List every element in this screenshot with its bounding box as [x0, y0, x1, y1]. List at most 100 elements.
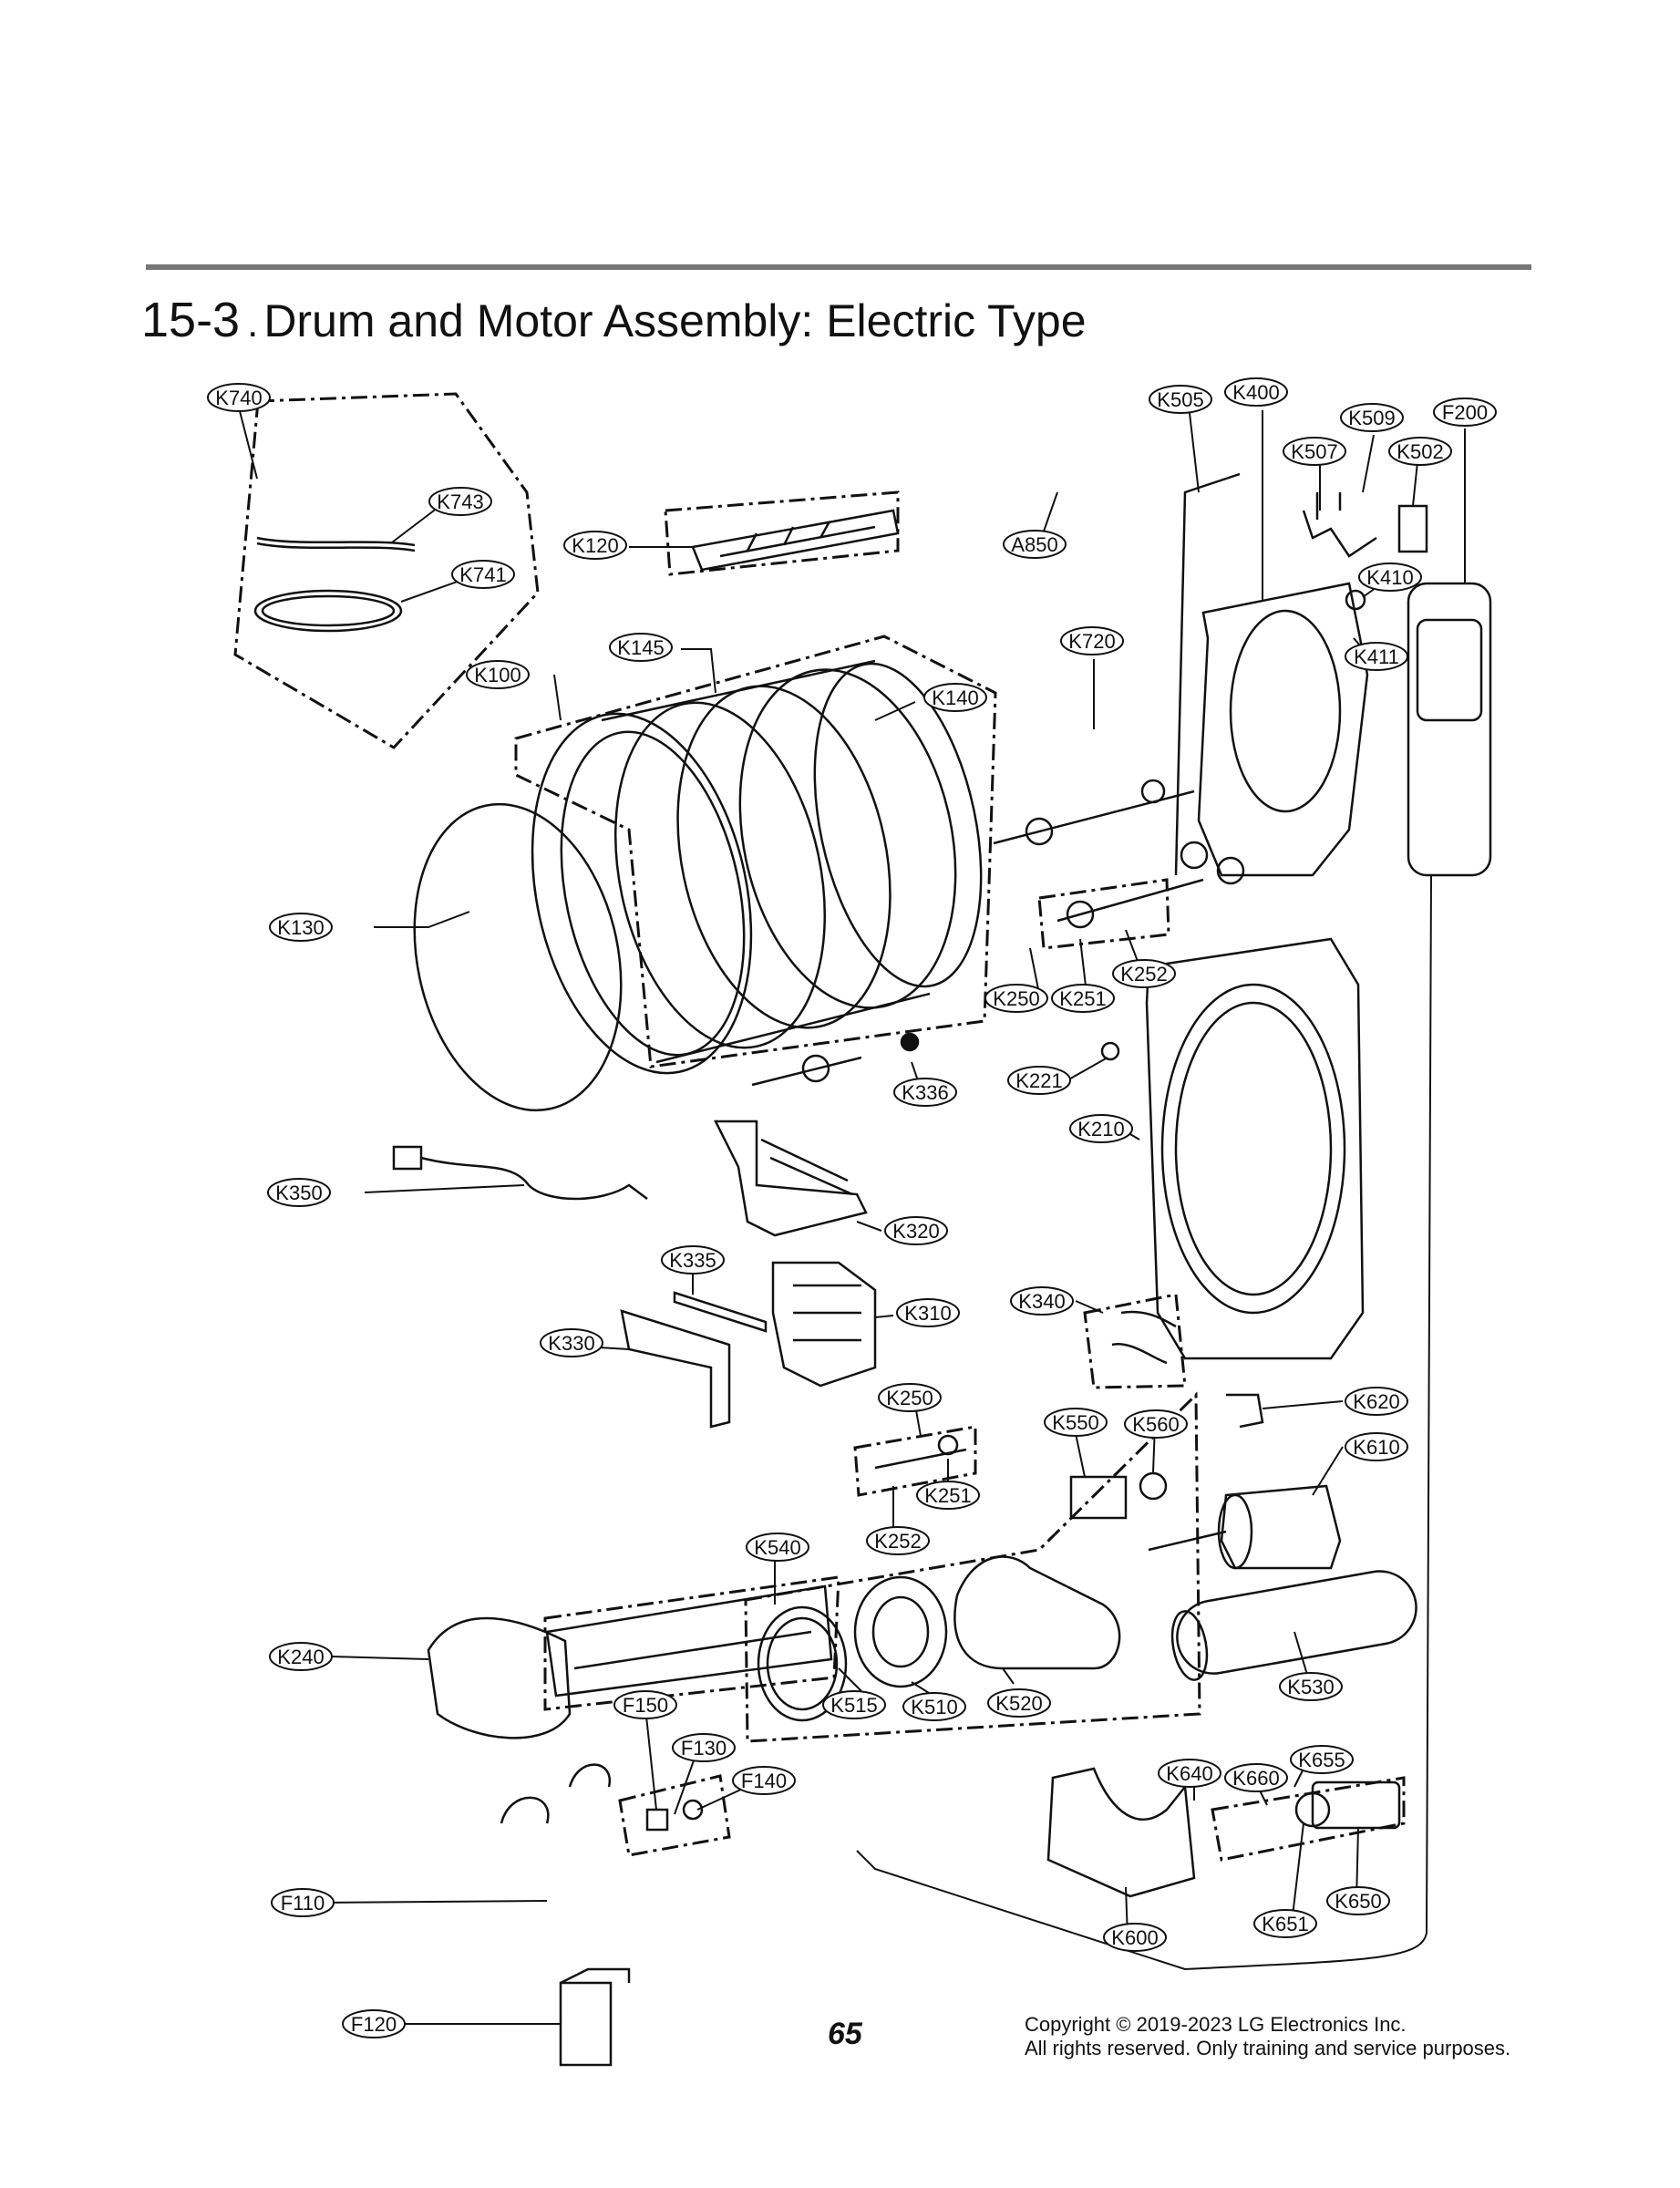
callout-label: K340 — [1018, 1290, 1065, 1313]
callout-label: K221 — [1015, 1069, 1062, 1092]
callout-label: K410 — [1366, 566, 1413, 589]
callout-f200: F200 — [1433, 397, 1497, 427]
callout-k720: K720 — [1060, 626, 1124, 655]
callout-bubble — [269, 1642, 333, 1671]
motor-k610 — [1220, 1484, 1342, 1570]
callout-label: K560 — [1132, 1413, 1179, 1436]
drum-gasket — [413, 802, 623, 1112]
callout-bubble — [866, 1526, 930, 1555]
callout-bubble — [661, 1245, 725, 1275]
callout-label: K400 — [1232, 381, 1279, 404]
section-heading: 15-3.Drum and Motor Assembly: Electric T… — [141, 293, 1087, 347]
callout-label: K743 — [437, 490, 483, 513]
callout-bubble — [732, 1766, 796, 1795]
callout-label: K350 — [275, 1182, 322, 1204]
callout-bubble — [1069, 1114, 1133, 1143]
blower-wheel-k510 — [853, 1575, 948, 1688]
page-number: 65 — [828, 2017, 862, 2051]
callout-bubble — [1224, 377, 1288, 407]
callout-bubble — [609, 633, 673, 662]
callout-label: K336 — [902, 1081, 948, 1104]
callout-label: K650 — [1335, 1890, 1381, 1913]
callout-bubble — [987, 1688, 1051, 1718]
callout-bubble — [613, 1690, 677, 1719]
callout-label: K505 — [1157, 388, 1203, 411]
callout-label: K411 — [1354, 645, 1399, 668]
callout-bubble — [451, 560, 515, 589]
callout-label: K720 — [1068, 630, 1115, 653]
callout-label: K740 — [215, 387, 262, 409]
front-bulkhead — [1145, 937, 1365, 1360]
callout-k740: K740 — [207, 383, 271, 412]
callout-k560: K560 — [1124, 1409, 1188, 1439]
callout-bubble — [916, 1481, 980, 1510]
callout-bubble — [1345, 642, 1408, 671]
callout-label: K502 — [1397, 440, 1443, 463]
callout-label: K240 — [277, 1646, 324, 1668]
callout-k310: K310 — [896, 1298, 960, 1327]
callout-f120: F120 — [342, 2009, 406, 2038]
callout-label: F110 — [281, 1892, 325, 1914]
callout-k502: K502 — [1388, 437, 1452, 466]
guide-k330 — [620, 1309, 731, 1429]
callout-bubble — [1388, 437, 1452, 466]
callout-bubble — [1290, 1745, 1354, 1774]
callout-label: K660 — [1232, 1767, 1279, 1790]
cord-wire — [420, 1156, 648, 1201]
callout-label: K310 — [904, 1302, 951, 1325]
group-outline-lifter — [664, 490, 900, 576]
callout-label: K250 — [886, 1387, 933, 1409]
callout-k140: K140 — [923, 683, 987, 712]
callout-k250a: K250 — [984, 984, 1048, 1013]
callout-bubble — [1149, 385, 1212, 414]
header-rule — [146, 264, 1531, 270]
callout-k320: K320 — [884, 1216, 948, 1245]
callout-k650: K650 — [1326, 1886, 1390, 1915]
callout-k335: K335 — [661, 1245, 725, 1275]
callout-a850: A850 — [1003, 530, 1067, 559]
group-outline-hoses — [233, 392, 540, 749]
callout-k400: K400 — [1224, 377, 1288, 407]
callout-k510: K510 — [902, 1692, 966, 1721]
callout-bubble — [1112, 959, 1176, 988]
callout-k410: K410 — [1358, 562, 1422, 592]
callout-label: K610 — [1353, 1436, 1399, 1459]
callout-label: K640 — [1166, 1762, 1212, 1785]
callout-k743: K743 — [428, 487, 492, 516]
drum-ring-1 — [613, 701, 827, 1049]
group-outline-bearing-a — [1037, 878, 1170, 950]
callout-k330: K330 — [540, 1328, 603, 1357]
callout-bubble — [1345, 1432, 1408, 1461]
callout-k741: K741 — [451, 560, 515, 589]
callout-k411: K411 — [1345, 642, 1408, 671]
callout-label: K251 — [1059, 987, 1106, 1010]
callout-k221: K221 — [1007, 1066, 1071, 1095]
callout-bubble — [1003, 530, 1067, 559]
callout-label: K210 — [1077, 1118, 1124, 1140]
group-outline-thermostat — [618, 1774, 731, 1857]
callout-k340: K340 — [1010, 1286, 1074, 1316]
callout-k130: K130 — [269, 913, 333, 942]
callout-label: F120 — [351, 2013, 397, 2036]
callout-label: F200 — [1442, 401, 1488, 424]
callout-bubble — [1051, 984, 1115, 1013]
motor-shaft — [1148, 1530, 1227, 1552]
callout-bubble — [884, 1216, 948, 1245]
callout-bubble — [267, 1178, 331, 1207]
callout-k640: K640 — [1158, 1759, 1221, 1788]
callout-k250b: K250 — [878, 1383, 942, 1412]
callout-f130: F130 — [672, 1733, 736, 1762]
group-outline-sensor — [1211, 1776, 1406, 1862]
hose-coil-inner — [261, 594, 396, 627]
callout-k530: K530 — [1279, 1672, 1343, 1701]
callout-label: K100 — [474, 664, 520, 686]
callout-label: K140 — [932, 686, 978, 709]
callout-label: K550 — [1052, 1411, 1098, 1434]
callout-k651: K651 — [1253, 1909, 1317, 1938]
duct-k530 — [1176, 1570, 1417, 1675]
rear-bulkhead — [1197, 582, 1369, 877]
callout-label: K252 — [874, 1530, 921, 1553]
drum-body-top — [601, 659, 876, 722]
callout-k540: K540 — [746, 1533, 809, 1562]
